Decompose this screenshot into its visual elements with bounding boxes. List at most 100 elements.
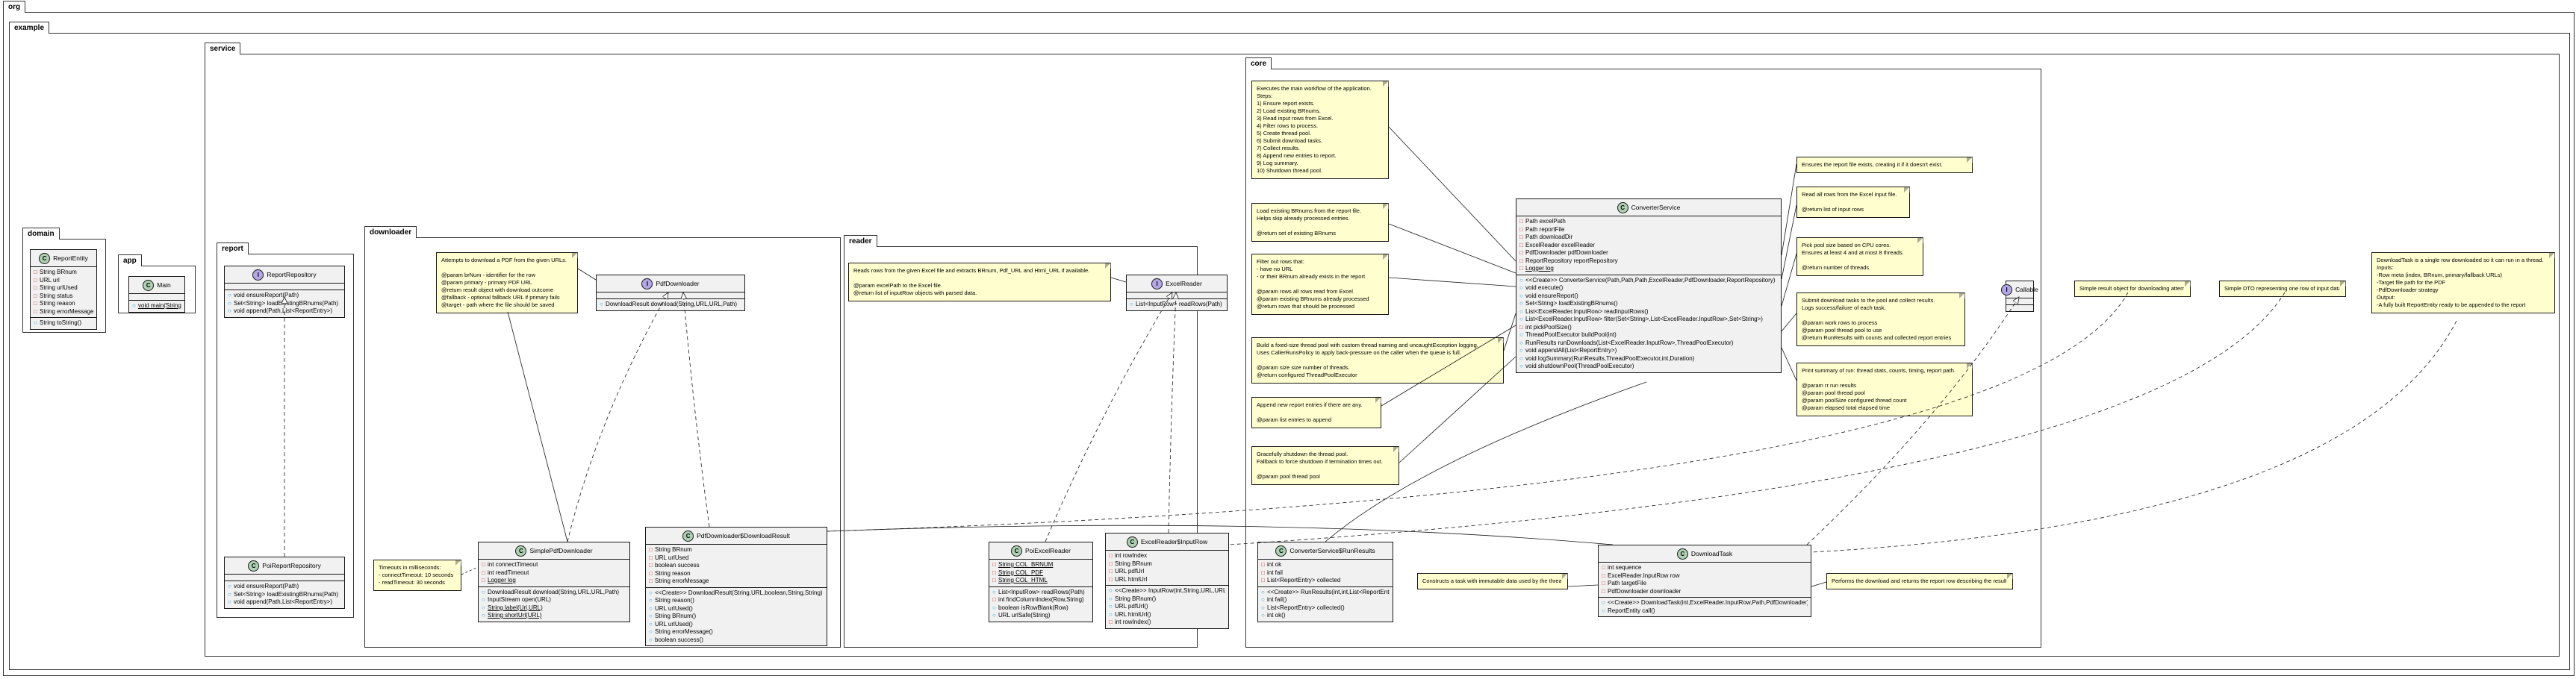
note-line: @param work rows to process [1802,319,1878,326]
note-line: Filter out rows that: [1257,258,1304,265]
method-text: List<ExcelReader.InputRow> readInputRows… [1525,307,1649,315]
visibility-icon: ○ [228,299,231,307]
note-line: Output: [2377,294,2395,301]
class-fields [597,292,744,299]
method-text: void logSummary(RunResults,ThreadPoolExe… [1525,354,1695,362]
field-text: List<ReportEntry> collected [1267,577,1341,583]
note-line: @return rows that should be processed [1257,303,1355,310]
class-fields: □int connectTimeout□int readTimeout□Logg… [479,560,629,587]
class-fields: □String COL_BRNUM□String COL_PDF□String … [989,560,1092,587]
note-line: DownloadTask is a single row downloaded … [2377,257,2544,263]
package-label: downloader [364,226,417,238]
note-line [853,275,1104,282]
note-line: @param brNum - identifier for the row [441,272,535,278]
field-row: □String errorMessage [649,578,824,586]
class-fields [225,575,344,581]
class-methods: ○<<Create>> DownloadTask(int,ExcelReader… [1599,598,1811,616]
method-row: ○List<ReportEntry> collected() [1261,604,1390,613]
note-line [1802,312,1959,319]
method-row: ○String errorMessage() [649,628,824,636]
note-line: - readTimeout: 30 seconds [379,579,445,586]
field-text: Logger log [488,577,516,583]
method-row: ○int ok() [1261,612,1390,620]
private-visibility-icon: □ [1261,561,1265,568]
package-label: service [205,43,241,54]
visibility-icon: ○ [1130,301,1133,307]
note-line: @return set of existing BRnums [1257,230,1336,237]
field-row: □String reason [649,570,824,578]
package-label: example [9,22,50,34]
visibility-icon: ○ [1519,347,1523,354]
field-row: □ExcelReader excelReader [1519,242,1778,250]
method-text: DownloadResult download(String,URL,URL,P… [606,301,738,307]
visibility-icon: ○ [1261,588,1265,595]
private-visibility-icon: □ [1109,575,1113,583]
class-methods: ○void main(String[]) [129,301,184,312]
private-visibility-icon: □ [1261,577,1265,583]
field-row: □Path downloadDir [1519,234,1778,242]
method-text: Set<String> loadExistingBRnums() [1525,300,1618,307]
visibility-icon: ○ [228,292,231,298]
class-name: DownloadTask [1690,549,1733,557]
class-fields: □int rowIndex□String BRnum□URL pdfUrl□UR… [1106,551,1228,586]
method-text: String BRnum() [655,613,697,619]
visibility-icon: □ [1109,619,1113,625]
class-name: Main [157,281,171,289]
method-row: ○ThreadPoolExecutor buildPool(int) [1519,331,1778,340]
class-fields [129,294,184,301]
package-service: service [205,43,2560,657]
field-text: String BRnum [40,269,77,275]
field-text: Logger log [1525,265,1554,272]
field-text: URL htmlUrl [1115,575,1148,583]
interface-icon: I [1151,278,1163,290]
field-row: □int ok [1261,561,1390,569]
field-row: □String COL_HTML [992,577,1089,585]
field-row: □String BRnum [1109,560,1225,569]
visibility-icon: ○ [649,636,653,643]
note-line: -PdfDownloader strategy [2377,287,2439,293]
note-line: 8) Append new entries to report. [1257,152,1337,159]
method-row: ○void ensureReport(Path) [228,583,341,591]
field-text: String reason [655,569,691,577]
class-methods: ○DownloadResult download(String,URL,URL,… [479,587,629,622]
method-text: void appendAll(List<ReportEntry>) [1525,347,1617,354]
field-text: int rowIndex [1115,552,1148,559]
field-text: URL urlUsed [655,554,689,561]
field-row: □String errorMessage [34,308,93,316]
visibility-icon: ○ [649,628,653,635]
private-visibility-icon: □ [649,562,653,569]
class-name: SimplePdfDownloader [529,546,593,554]
note-line: Submit download tasks to the pool and co… [1802,297,1935,304]
private-visibility-icon: □ [1602,564,1605,571]
field-text: URL pdfUrl [1115,568,1145,575]
note-line: @param rows all rows read from Excel [1257,288,1353,295]
field-row: □boolean success [649,562,824,570]
method-text: RunResults runDownloads(List<ExcelReader… [1525,339,1734,346]
visibility-icon: ○ [1261,604,1265,611]
note-line [1802,257,1917,264]
field-row: □String BRnum [649,546,824,554]
method-row: ○String reason() [649,597,824,605]
class-methods: ○<<Create>> RunResults(int,int,List<Repo… [1258,587,1393,622]
field-text: Path targetFile [1608,580,1647,586]
method-row: ○<<Create>> DownloadTask(int,ExcelReader… [1602,599,1808,607]
